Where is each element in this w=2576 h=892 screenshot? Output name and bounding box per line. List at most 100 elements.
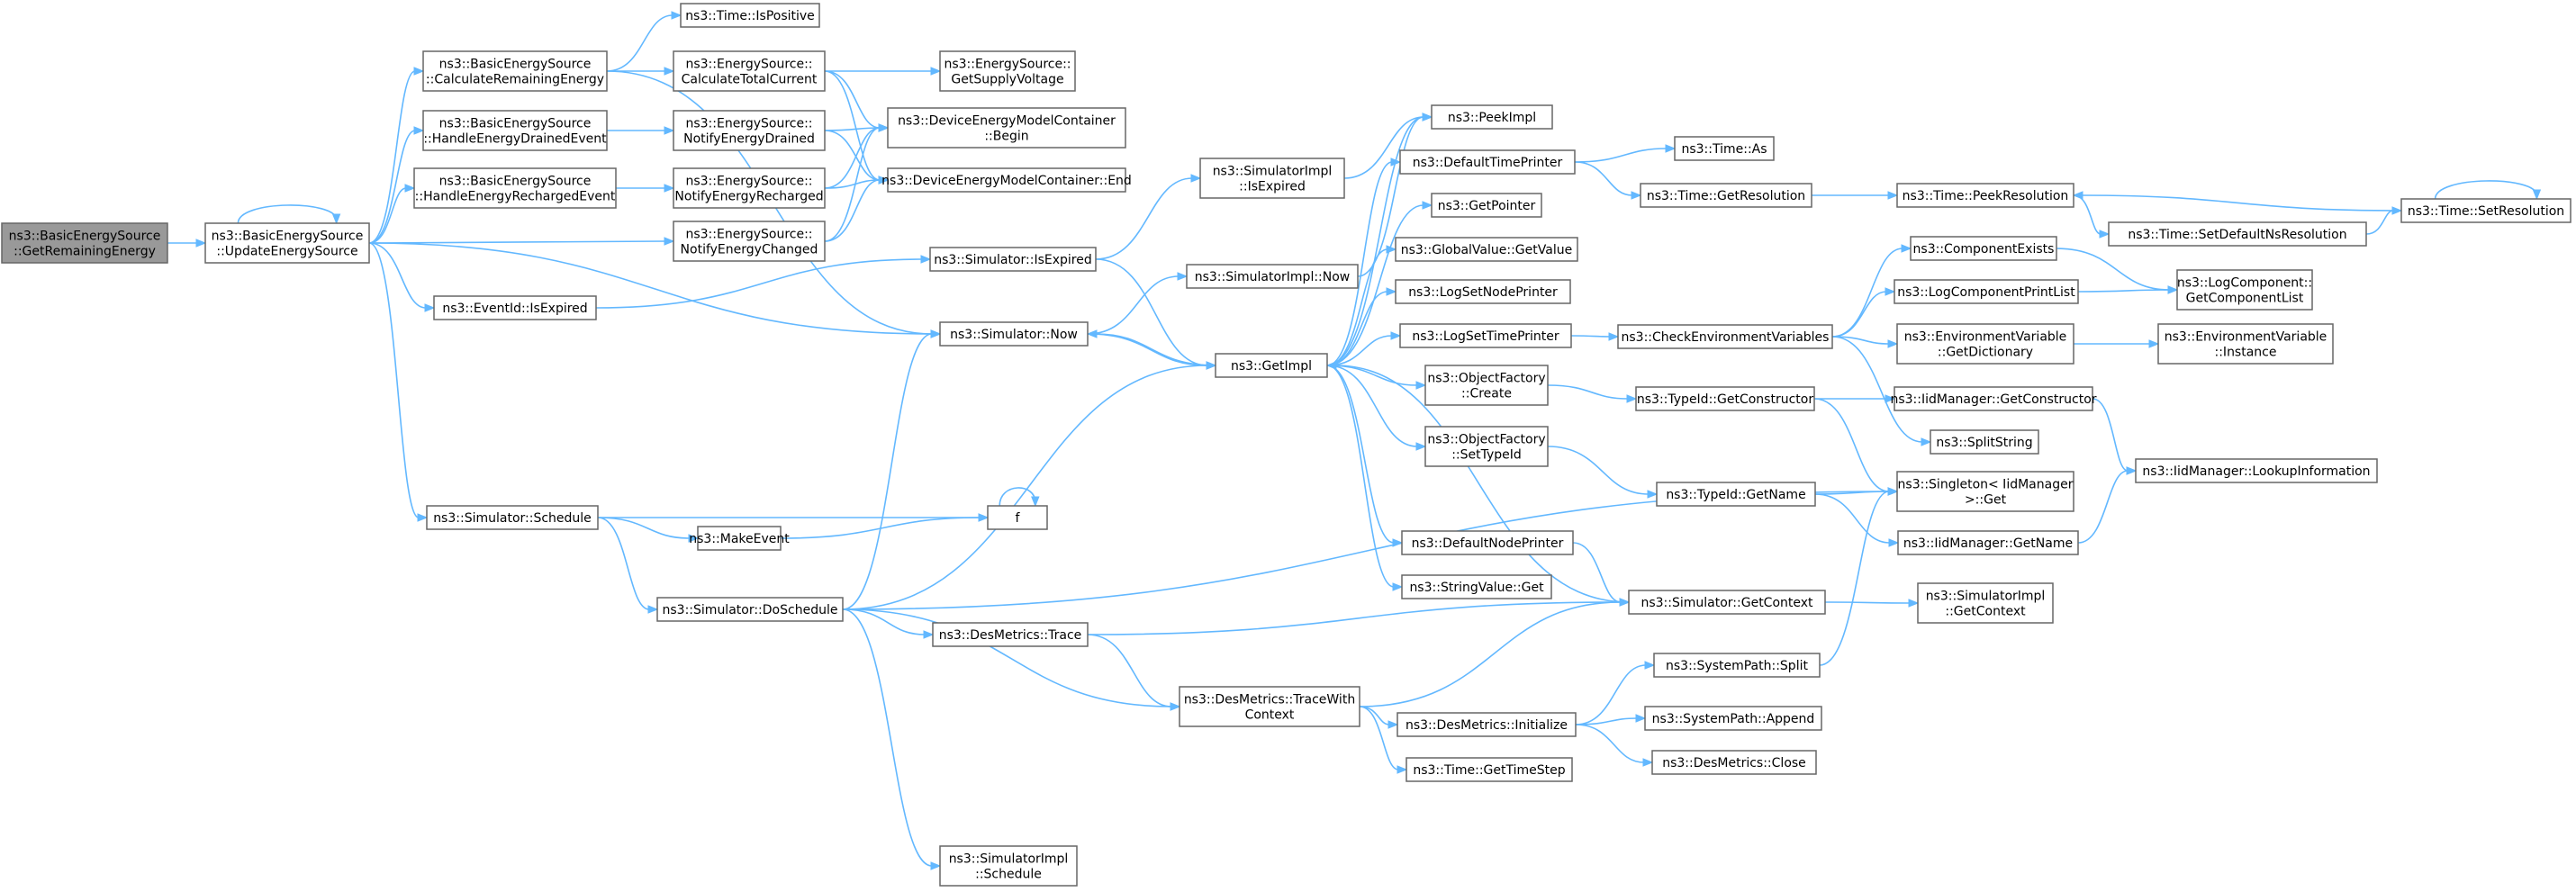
node-ofCreate[interactable]: ns3::ObjectFactory::Create — [1424, 365, 1549, 406]
edge-getRes-to-peekRes — [1812, 191, 1899, 200]
node-tidName[interactable]: ns3::TypeId::GetName — [1656, 482, 1816, 507]
node-implIsExp[interactable]: ns3::SimulatorImpl::IsExpired — [1199, 158, 1345, 199]
node-box — [1896, 471, 2074, 512]
node-setRes[interactable]: ns3::Time::SetResolution — [2400, 198, 2571, 223]
edge-line — [1572, 542, 1622, 603]
node-gvGet[interactable]: ns3::GlobalValue::GetValue — [1395, 237, 1578, 262]
node-doSchedule[interactable]: ns3::Simulator::DoSchedule — [656, 597, 844, 622]
node-box — [1896, 323, 2074, 365]
edge-line — [2077, 289, 2170, 293]
node-spSplit[interactable]: ns3::SystemPath::Split — [1653, 653, 1821, 678]
node-setDefRes[interactable]: ns3::Time::SetDefaultNsResolution — [2108, 221, 2367, 247]
node-timeAs[interactable]: ns3::Time::As — [1674, 136, 1775, 161]
node-peekRes[interactable]: ns3::Time::PeekResolution — [1896, 183, 2074, 208]
node-defNode[interactable]: ns3::DefaultNodePrinter — [1401, 530, 1574, 555]
node-notifyDrained[interactable]: ns3::EnergySource::NotifyEnergyDrained — [673, 110, 826, 151]
node-iidCtor[interactable]: ns3::IidManager::GetConstructor — [1890, 386, 2097, 411]
node-desInit[interactable]: ns3::DesMetrics::Initialize — [1396, 712, 1577, 737]
edge-arrowhead — [2532, 189, 2542, 201]
edge-line — [1326, 365, 1395, 588]
node-calcTotal[interactable]: ns3::EnergySource::CalculateTotalCurrent — [673, 50, 826, 92]
node-peekImpl[interactable]: ns3::PeekImpl — [1431, 104, 1553, 130]
node-desClose[interactable]: ns3::DesMetrics::Close — [1651, 750, 1817, 775]
node-label: ns3::SimulatorImpl — [1213, 165, 1333, 179]
node-envDict[interactable]: ns3::EnvironmentVariable::GetDictionary — [1896, 323, 2074, 365]
node-getImpl[interactable]: ns3::GetImpl — [1215, 353, 1328, 378]
node-singleton[interactable]: ns3::Singleton< IidManager>::Get — [1896, 471, 2074, 512]
node-box — [1674, 136, 1775, 161]
edge-arrowhead — [1665, 144, 1677, 153]
node-label: ::HandleEnergyRechargedEvent — [415, 190, 616, 204]
node-implNow[interactable]: ns3::SimulatorImpl::Now — [1186, 264, 1359, 289]
edge-doSchedule-to-simNow — [842, 329, 942, 610]
edge-line — [368, 187, 407, 244]
node-box — [1424, 426, 1549, 467]
edge-desTrace-to-getContext — [1087, 598, 1631, 635]
node-update[interactable]: ns3::BasicEnergySource::UpdateEnergySour… — [204, 222, 370, 264]
node-notifyRecharged[interactable]: ns3::EnergySource::NotifyEnergyRecharged — [673, 167, 826, 209]
node-label: ::GetContext — [1945, 605, 2026, 619]
node-calcRem[interactable]: ns3::BasicEnergySource::CalculateRemaini… — [422, 50, 608, 92]
node-demEnd[interactable]: ns3::DeviceEnergyModelContainer::End — [881, 167, 1132, 193]
edge-arrowhead — [1626, 394, 1638, 403]
node-f[interactable]: f — [987, 505, 1048, 530]
node-tidCtor[interactable]: ns3::TypeId::GetConstructor — [1635, 386, 1815, 411]
node-supplyV[interactable]: ns3::EnergySource::GetSupplyVoltage — [939, 50, 1076, 92]
edge-arrowhead — [404, 184, 416, 193]
node-implSched[interactable]: ns3::SimulatorImpl::Schedule — [939, 845, 1078, 887]
node-ofSetType[interactable]: ns3::ObjectFactory::SetTypeId — [1424, 426, 1549, 467]
node-simIsExp[interactable]: ns3::Simulator::IsExpired — [929, 247, 1097, 272]
node-label: ns3::IidManager::GetName — [1903, 536, 2073, 551]
edge-checkEnv-to-envDict — [1831, 336, 1899, 348]
edge-line — [1326, 365, 1395, 544]
node-box — [1186, 264, 1359, 289]
edge-getImpl-to-ofSetType — [1326, 365, 1427, 451]
node-timeStep[interactable]: ns3::Time::GetTimeStep — [1406, 757, 1573, 782]
node-recharged[interactable]: ns3::BasicEnergySource::HandleEnergyRech… — [413, 167, 617, 209]
node-label: ns3::LogSetNodePrinter — [1408, 285, 1558, 300]
node-notifyChanged[interactable]: ns3::EnergySource::NotifyEnergyChanged — [673, 221, 826, 262]
node-checkEnv[interactable]: ns3::CheckEnvironmentVariables — [1617, 324, 1833, 349]
edge-line — [2077, 470, 2129, 544]
node-compExists[interactable]: ns3::ComponentExists — [1910, 236, 2057, 261]
node-iidLookup[interactable]: ns3::IidManager::LookupInformation — [2135, 458, 2378, 483]
edge-arrowhead — [1631, 191, 1642, 200]
node-desTrace[interactable]: ns3::DesMetrics::Trace — [932, 622, 1089, 647]
node-logPrint[interactable]: ns3::LogComponentPrintList — [1894, 279, 2079, 304]
node-logTime[interactable]: ns3::LogSetTimePrinter — [1399, 323, 1572, 348]
node-box — [1401, 574, 1552, 599]
node-root: ns3::BasicEnergySource::GetRemainingEner… — [1, 222, 168, 264]
node-box — [1656, 482, 1816, 507]
node-demBegin[interactable]: ns3::DeviceEnergyModelContainer::Begin — [887, 107, 1126, 149]
node-logGetList[interactable]: ns3::LogComponent::GetComponentList — [2176, 269, 2313, 311]
node-splitStr[interactable]: ns3::SplitString — [1930, 429, 2039, 455]
edge-line — [1095, 177, 1193, 260]
node-getContext[interactable]: ns3::Simulator::GetContext — [1628, 590, 1826, 615]
node-drained[interactable]: ns3::BasicEnergySource::HandleEnergyDrai… — [422, 110, 608, 151]
node-schedule[interactable]: ns3::Simulator::Schedule — [426, 505, 599, 530]
node-envInst[interactable]: ns3::EnvironmentVariable::Instance — [2157, 323, 2334, 365]
node-defTimePrinter[interactable]: ns3::DefaultTimePrinter — [1399, 149, 1576, 175]
node-box — [1431, 193, 1542, 218]
node-box — [1399, 149, 1576, 175]
node-isPositive[interactable]: ns3::Time::IsPositive — [680, 3, 820, 28]
node-getPointer[interactable]: ns3::GetPointer — [1431, 193, 1542, 218]
edge-arrowhead — [664, 237, 675, 246]
node-logNode[interactable]: ns3::LogSetNodePrinter — [1395, 279, 1571, 304]
node-simNow[interactable]: ns3::Simulator::Now — [939, 321, 1089, 347]
node-box — [939, 845, 1078, 887]
node-eventExp[interactable]: ns3::EventId::IsExpired — [433, 295, 597, 320]
edge-arrowhead — [1031, 496, 1040, 508]
node-svGet[interactable]: ns3::StringValue::Get — [1401, 574, 1552, 599]
node-makeEvent[interactable]: ns3::MakeEvent — [689, 526, 790, 551]
node-label: ns3::ComponentExists — [1913, 242, 2055, 257]
node-label: ::IsExpired — [1239, 180, 1306, 194]
edge-arrowhead — [1619, 598, 1631, 607]
node-getRes[interactable]: ns3::Time::GetResolution — [1640, 183, 1812, 208]
node-iidName[interactable]: ns3::IidManager::GetName — [1897, 530, 2079, 555]
node-label: ns3::Singleton< IidManager — [1898, 478, 2074, 492]
node-implCtx[interactable]: ns3::SimulatorImpl::GetContext — [1917, 582, 2054, 624]
node-label: f — [1016, 511, 1021, 526]
node-spAppend[interactable]: ns3::SystemPath::Append — [1644, 706, 1822, 731]
